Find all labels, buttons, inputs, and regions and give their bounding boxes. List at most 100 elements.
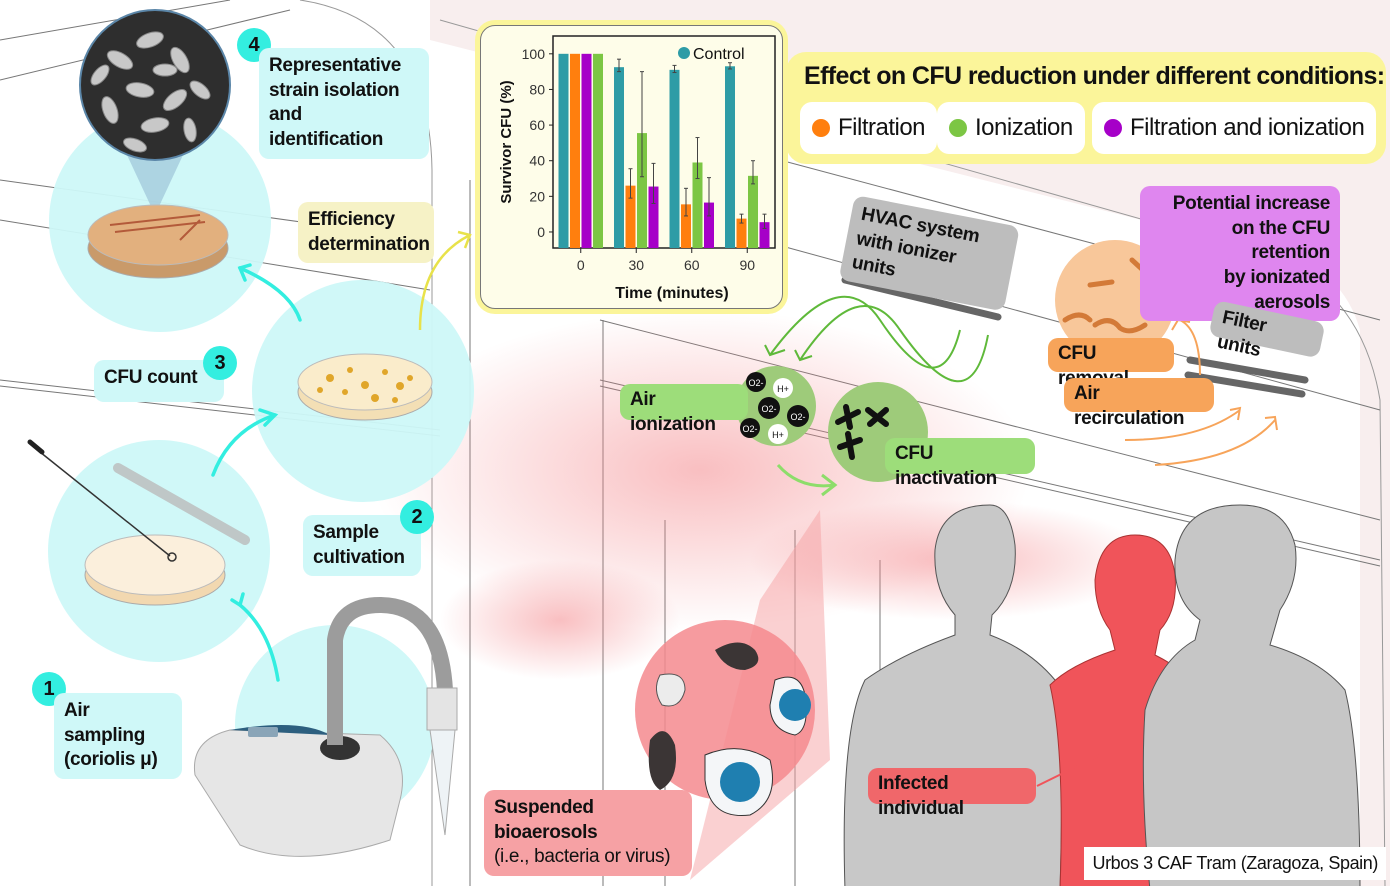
step4-label: Representative strain isolation and iden…: [259, 48, 429, 159]
bar-control: [614, 67, 624, 248]
potential-line2: on the CFU retention: [1231, 217, 1331, 264]
colony-petri-dish-icon: [297, 353, 433, 421]
y-tick-label: 60: [529, 117, 545, 133]
removal-arrow: [1171, 318, 1201, 376]
step-badge-2: 2: [400, 500, 434, 534]
infected-individual-label: Infected individual: [868, 768, 1036, 819]
legend-control-dot-icon: [678, 47, 690, 59]
bar-filtration: [681, 204, 691, 248]
dust-particle-icon: [715, 642, 759, 670]
bar-filtration: [736, 218, 747, 248]
filtration-ionization-dot-icon: [1104, 119, 1122, 137]
bioaerosols-line2: (i.e., bacteria or virus): [494, 846, 671, 868]
ionization-dot-icon: [949, 119, 967, 137]
legend-item-filtration: Filtration: [800, 102, 938, 154]
svg-text:O2-: O2-: [761, 404, 776, 414]
ions-icon: O2- H+ O2- O2- O2- H+: [740, 372, 809, 444]
step1-label: Air sampling (coriolis μ): [54, 693, 182, 780]
svg-text:O2-: O2-: [742, 424, 757, 434]
y-tick-label: 20: [529, 188, 545, 204]
x-axis-label: Time (minutes): [615, 285, 729, 302]
svg-text:H+: H+: [772, 430, 784, 440]
sem-micrograph-icon: [79, 9, 231, 215]
potential-line3: by ionizated aerosols: [1223, 267, 1331, 313]
x-tick-label: 60: [684, 257, 700, 273]
plot-frame: [552, 35, 776, 249]
step2-line2: cultivation: [313, 546, 405, 568]
cfu-inactivation-label: CFU inactivation: [885, 438, 1035, 489]
legend-item-label: Ionization: [975, 114, 1073, 141]
potential-increase-label: Potential increase on the CFU retention …: [1140, 186, 1340, 322]
efficiency-line2: determination: [308, 233, 430, 255]
x-tick-label: 0: [577, 257, 585, 273]
svg-text:H+: H+: [777, 384, 789, 394]
y-tick-label: 40: [529, 153, 545, 169]
step4-line1: Representative: [269, 55, 402, 76]
step3-label: CFU count: [94, 360, 224, 402]
efficiency-label: Efficiency determination: [298, 202, 434, 264]
bar-filtration-and-ionization: [581, 53, 592, 248]
filter-unit-bar: [1186, 356, 1309, 384]
inactivated-bacteria-icon: [835, 404, 889, 460]
arrow-2-to-3: [211, 413, 277, 477]
infected-pointer-line: [1036, 754, 1101, 787]
step1-line2: (coriolis μ): [64, 749, 158, 771]
passengers-illustration: [843, 504, 1361, 886]
passenger-silhouette: [843, 504, 1063, 886]
cfu-removal-label: CFU removal: [1048, 338, 1174, 389]
streaked-petri-dish-icon: [87, 204, 229, 279]
step4-line2: strain isolation: [269, 79, 400, 101]
figure-caption: Urbos 3 CAF Tram (Zaragoza, Spain): [1084, 847, 1386, 880]
efficiency-arrow: [418, 233, 471, 331]
y-tick-label: 80: [529, 81, 545, 97]
bioaerosols-line1: Suspended bioaerosols: [494, 797, 598, 843]
air-sampler-device-icon: [193, 596, 458, 857]
filtration-dot-icon: [812, 119, 830, 137]
inactivation-arrow: [776, 464, 836, 488]
bar-ionization: [692, 162, 703, 248]
bar-filtration: [625, 185, 636, 248]
arrow-3-to-4: [238, 266, 302, 322]
y-tick-label: 0: [537, 224, 545, 240]
bar-ionization: [593, 53, 603, 248]
bioaerosols-label: Suspended bioaerosols (i.e., bacteria or…: [484, 790, 692, 877]
bar-filtration-and-ionization: [759, 222, 770, 248]
bar-filtration: [570, 53, 580, 248]
step2-line1: Sample: [313, 522, 379, 543]
efficiency-line1: Efficiency: [308, 209, 395, 230]
air-recirculation-label: Air recirculation: [1064, 378, 1214, 429]
legend-panel: Effect on CFU reduction under different …: [786, 52, 1386, 164]
ionization-wave: [769, 295, 961, 369]
legend-item-ionization: Ionization: [937, 102, 1085, 154]
legend-item-label: Filtration: [838, 114, 926, 141]
svg-text:O2-: O2-: [790, 412, 805, 422]
legend-control-label: Control: [693, 46, 745, 63]
step2-label: Sample cultivation: [303, 515, 421, 577]
bar-filtration-and-ionization: [648, 186, 659, 248]
step-badge-3: 3: [203, 346, 237, 380]
x-tick-label: 30: [628, 257, 644, 273]
bar-control: [669, 69, 680, 248]
svg-text:O2-: O2-: [748, 378, 763, 388]
y-axis-label: Survivor CFU (%): [498, 80, 515, 203]
bioaerosols-illustration: [635, 620, 815, 817]
bar-filtration-and-ionization: [704, 202, 714, 248]
arrow-1-to-2: [238, 603, 280, 682]
legend-item-label: Filtration and ionization: [1130, 114, 1365, 141]
step3-line1: CFU count: [104, 367, 198, 388]
bar-control: [725, 66, 735, 249]
bar-ionization: [637, 133, 647, 248]
ionizer-unit-bar: [841, 276, 1002, 321]
workflow-illustrations: [27, 9, 472, 857]
air-ionization-label: Air ionization: [620, 384, 748, 435]
legend-title: Effect on CFU reduction under different …: [804, 62, 1385, 90]
passenger-silhouette: [1142, 504, 1361, 886]
sample-petri-dish-icon: [27, 439, 250, 606]
bar-ionization: [748, 175, 758, 248]
legend-item-filtration-ionization: Filtration and ionization: [1092, 102, 1377, 154]
x-tick-label: 90: [739, 257, 755, 273]
potential-line1: Potential increase: [1172, 193, 1331, 214]
recirculation-arrow: [1124, 406, 1242, 441]
